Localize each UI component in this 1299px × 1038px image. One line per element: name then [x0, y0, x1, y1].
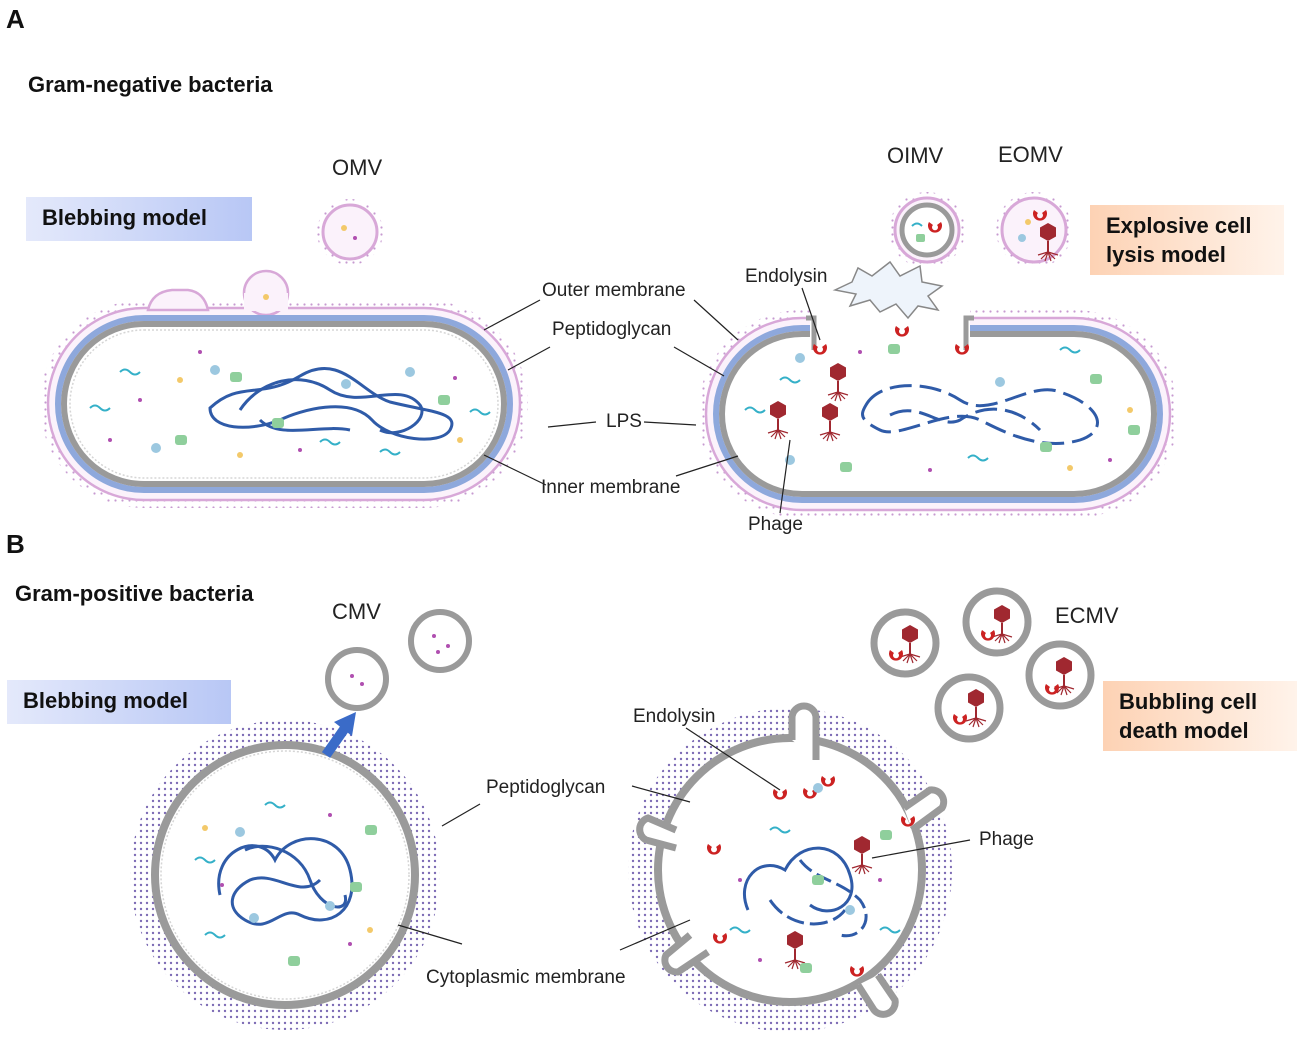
cmv-label: CMV [332, 599, 381, 624]
panel-a-explosive-box: Explosive cell lysis model [1090, 205, 1284, 275]
omv-vesicle [317, 199, 383, 265]
panel-a-blebbing-box: Blebbing model [26, 197, 252, 241]
gram-negative-lysing-cell [698, 305, 1178, 518]
panel-b-bubbling-box: Bubbling cell death model [1103, 681, 1297, 751]
panel-a-letter: A [6, 4, 25, 34]
panel-b-letter: B [6, 529, 25, 559]
gram-negative-blebbing-cell [40, 269, 528, 508]
gram-positive-blebbing-cell [130, 720, 440, 1030]
oimv-vesicle [889, 192, 965, 268]
cytoplasmic-membrane-label: Cytoplasmic membrane [426, 967, 626, 988]
vesicle-release-arrow [321, 712, 356, 758]
panel-a-leader-lines [483, 287, 821, 514]
cmv-vesicle [325, 647, 389, 711]
ecmv-label: ECMV [1055, 603, 1119, 628]
oimv-label: OIMV [887, 143, 944, 168]
omv-label: OMV [332, 155, 383, 180]
outer-membrane-label: Outer membrane [542, 280, 686, 301]
phage-label-b: Phage [979, 829, 1034, 850]
eomv-vesicle [996, 192, 1072, 268]
peptidoglycan-label-b: Peptidoglycan [486, 777, 606, 798]
lps-label: LPS [606, 411, 642, 432]
endolysin-label-b: Endolysin [633, 706, 716, 727]
panel-b-blebbing-box: Blebbing model [7, 680, 231, 724]
eomv-label: EOMV [998, 142, 1063, 167]
endolysin-label-a: Endolysin [745, 266, 828, 287]
panel-b-title: Gram-positive bacteria [15, 581, 254, 606]
panel-b-leader-lines [397, 727, 971, 951]
ecmv-vesicles [870, 587, 1095, 743]
phage-label-a: Phage [748, 514, 803, 535]
explosion-burst [832, 260, 944, 320]
panel-a-title: Gram-negative bacteria [28, 72, 273, 97]
inner-membrane-label: Inner membrane [541, 477, 681, 498]
peptidoglycan-label-a: Peptidoglycan [552, 319, 672, 340]
gram-positive-bubbling-cell [628, 702, 952, 1032]
cmv-vesicle-2 [408, 609, 472, 673]
